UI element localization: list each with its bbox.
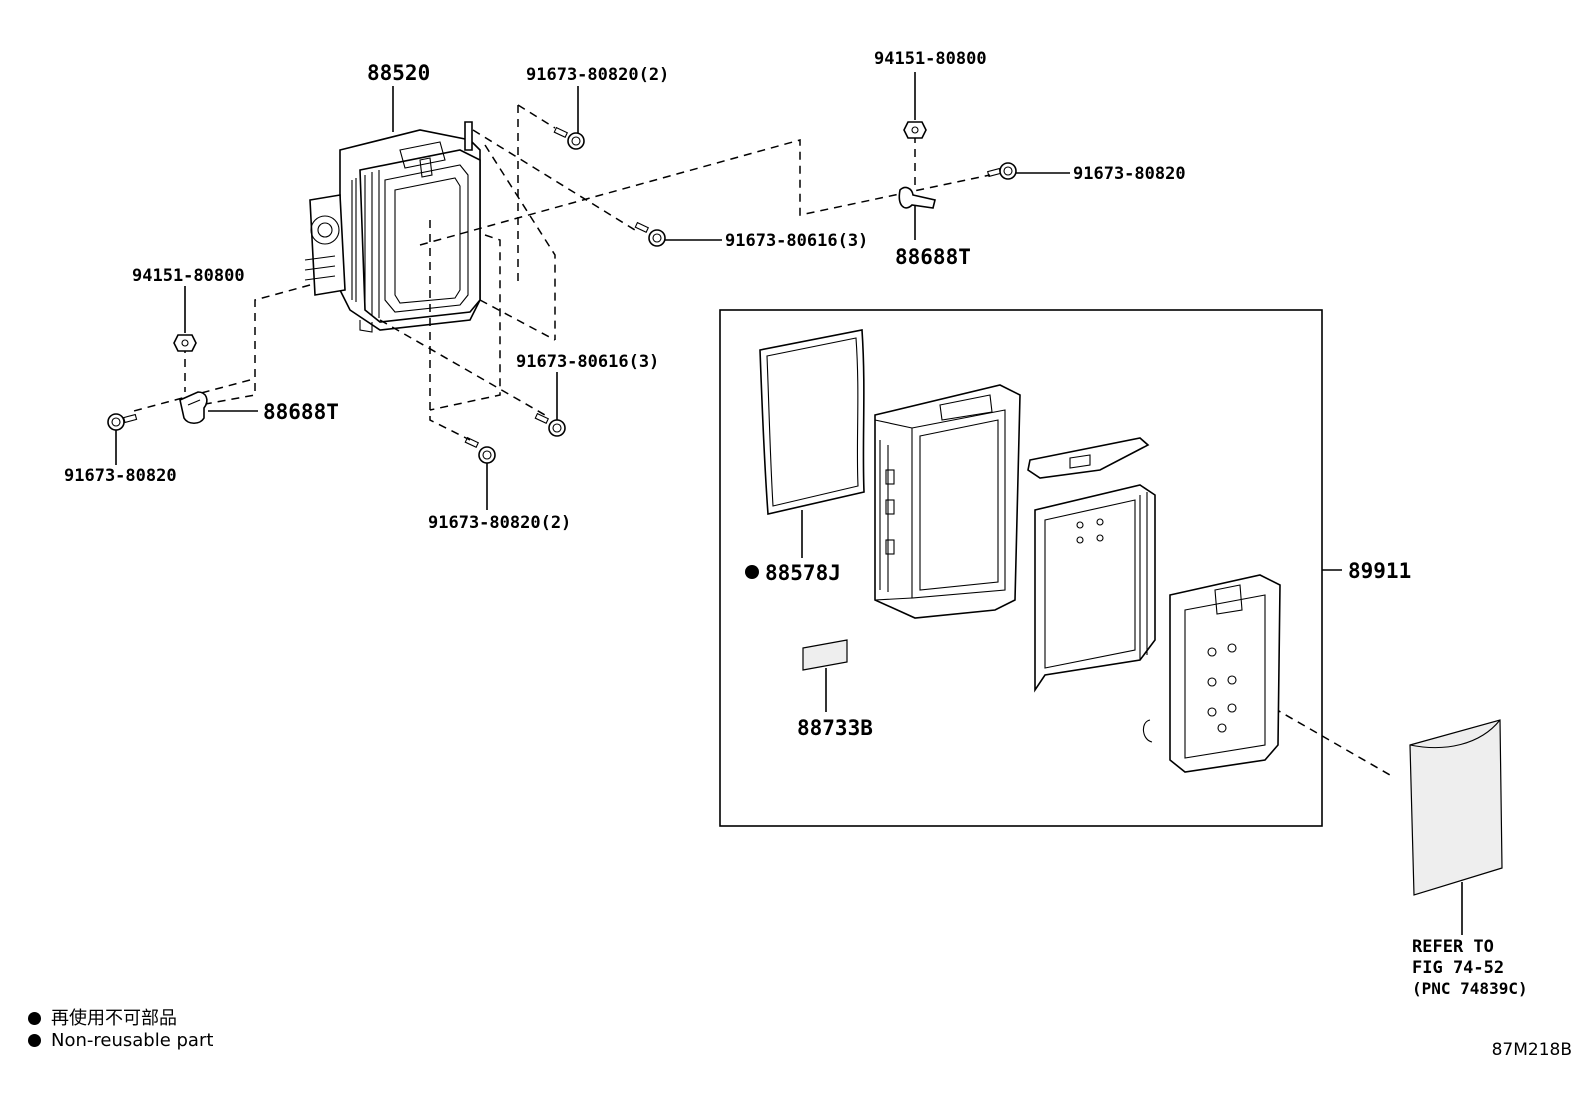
label-88520: 88520: [367, 61, 430, 85]
nut-94151-80800-left[interactable]: [173, 334, 197, 352]
label-88578J: 88578J: [765, 561, 841, 585]
label-91673-80616-3-top: 91673-80616(3): [725, 231, 868, 251]
label-refer-line2: FIG 74-52: [1412, 958, 1504, 978]
label-94151-80800-left: 94151-80800: [132, 266, 245, 286]
bracket-88688T-left[interactable]: [179, 391, 208, 425]
trim-piece[interactable]: [1027, 437, 1150, 479]
bolt-91673-80616-mid[interactable]: [534, 412, 566, 437]
figure-code: 87M218B: [1491, 1040, 1572, 1060]
label-89911: 89911: [1348, 559, 1411, 583]
assembly-box-89911: [719, 309, 1323, 827]
non-reusable-dot-icon: [745, 565, 759, 579]
legend-en: Non-reusable part: [28, 1030, 213, 1051]
bullet-icon: [28, 1034, 41, 1047]
panel-88578J[interactable]: [759, 329, 865, 515]
front-frame[interactable]: [874, 384, 1021, 619]
housing-88520[interactable]: [304, 121, 481, 333]
bullet-icon: [28, 1012, 41, 1025]
legend-jp: 再使用不可部品: [28, 1004, 177, 1030]
nut-94151-80800-top[interactable]: [903, 121, 927, 139]
legend-jp-text: 再使用不可部品: [51, 1008, 177, 1029]
bolt-91673-80820-right[interactable]: [987, 162, 1017, 180]
bolt-91673-80616-upper[interactable]: [634, 221, 666, 247]
label-88688T-left: 88688T: [263, 400, 339, 424]
dashed-assembly-lines: [129, 104, 1391, 776]
label-refer-line1: REFER TO: [1412, 937, 1494, 957]
rear-frame[interactable]: [1034, 484, 1156, 693]
label-91673-80820-right: 91673-80820: [1073, 164, 1186, 184]
bracket-88688T-right[interactable]: [898, 186, 936, 209]
label-91673-80820-left: 91673-80820: [64, 466, 177, 486]
bolt-91673-80820-top[interactable]: [553, 126, 585, 150]
bolt-91673-80820-left[interactable]: [107, 413, 138, 431]
cover-sheet-74839C[interactable]: [1409, 719, 1503, 896]
label-91673-80616-3-mid: 91673-80616(3): [516, 352, 659, 372]
bolt-91673-80820-bottom[interactable]: [464, 436, 496, 464]
label-94151-80800-top: 94151-80800: [874, 49, 987, 69]
label-88733B: 88733B: [797, 716, 873, 740]
legend-en-text: Non-reusable part: [51, 1030, 214, 1051]
label-91673-80820-2-top: 91673-80820(2): [526, 65, 669, 85]
label-88688T-right: 88688T: [895, 245, 971, 269]
label-91673-80820-2-bottom: 91673-80820(2): [428, 513, 571, 533]
label-88733B[interactable]: [802, 639, 848, 671]
circuit-board[interactable]: [1142, 574, 1281, 773]
label-refer-line3: (PNC 74839C): [1412, 979, 1528, 998]
